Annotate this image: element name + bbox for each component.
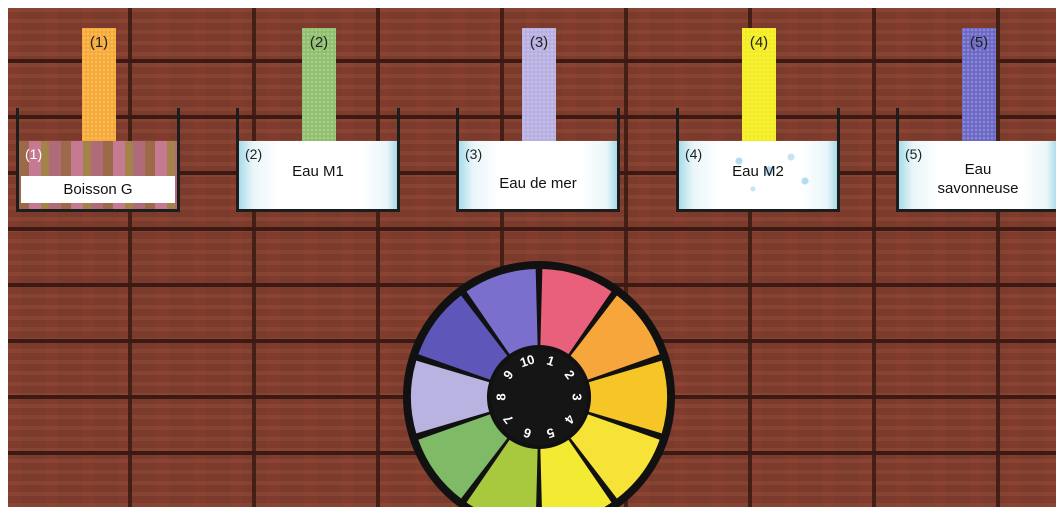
- beaker-number: (4): [685, 146, 702, 162]
- strip-label-1: (1): [71, 34, 127, 51]
- beaker-number: (3): [465, 146, 482, 162]
- strip-label-3: (3): [511, 34, 567, 51]
- beaker-label: Eau de mer: [471, 174, 605, 193]
- beaker-5: (5) Eau savonneuse: [896, 108, 1056, 212]
- wheel-number-8: 8: [494, 393, 509, 400]
- beaker-label: Boisson G: [21, 176, 175, 203]
- beaker-label: Eau M1: [251, 162, 385, 181]
- beaker-3: (3) Eau de mer: [456, 108, 620, 212]
- beaker-number: (2): [245, 146, 262, 162]
- beaker-label: Eau M2: [691, 162, 825, 181]
- strip-label-2: (2): [291, 34, 347, 51]
- beaker-1: (1) Boisson G: [16, 108, 180, 212]
- wheel-number-3: 3: [570, 393, 585, 400]
- strip-label-5: (5): [951, 34, 1007, 51]
- strip-label-4: (4): [731, 34, 787, 51]
- beaker-label: Eau savonneuse: [911, 160, 1045, 198]
- beaker-2: (2) Eau M1: [236, 108, 400, 212]
- beaker-4: (4) Eau M2: [676, 108, 840, 212]
- brick-wall-scene: (1) (2) (3) (4) (5) (1) Boisson G (2) Ea…: [8, 8, 1056, 507]
- beaker-number: (1): [25, 146, 42, 162]
